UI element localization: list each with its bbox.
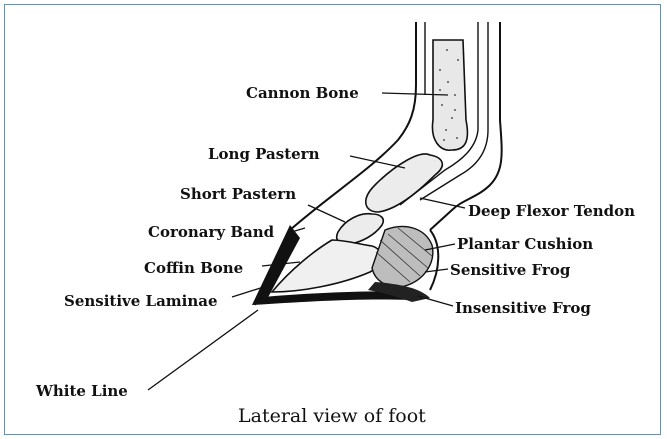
label-coffin-bone: Coffin Bone bbox=[144, 259, 243, 277]
long-pastern-shape bbox=[366, 154, 443, 212]
label-white-line: White Line bbox=[35, 382, 128, 400]
label-coronary-band: Coronary Band bbox=[148, 223, 275, 241]
leader-long-pastern bbox=[350, 156, 405, 168]
label-plantar-cushion: Plantar Cushion bbox=[457, 235, 593, 253]
label-sensitive-laminae: Sensitive Laminae bbox=[64, 292, 218, 310]
label-deep-flexor-tendon: Deep Flexor Tendon bbox=[468, 202, 635, 220]
short-pastern-shape bbox=[337, 214, 384, 245]
leader-short-pastern bbox=[308, 205, 345, 222]
label-short-pastern: Short Pastern bbox=[180, 185, 296, 203]
label-long-pastern: Long Pastern bbox=[208, 145, 320, 163]
leader-deep-flexor bbox=[420, 198, 465, 208]
figure-caption: Lateral view of foot bbox=[238, 405, 426, 427]
label-sensitive-frog: Sensitive Frog bbox=[450, 261, 571, 279]
label-insensitive-frog: Insensitive Frog bbox=[455, 299, 591, 317]
leader-white-line bbox=[148, 310, 258, 390]
leader-insensitive-frog bbox=[418, 296, 453, 306]
label-cannon-bone: Cannon Bone bbox=[246, 84, 359, 102]
